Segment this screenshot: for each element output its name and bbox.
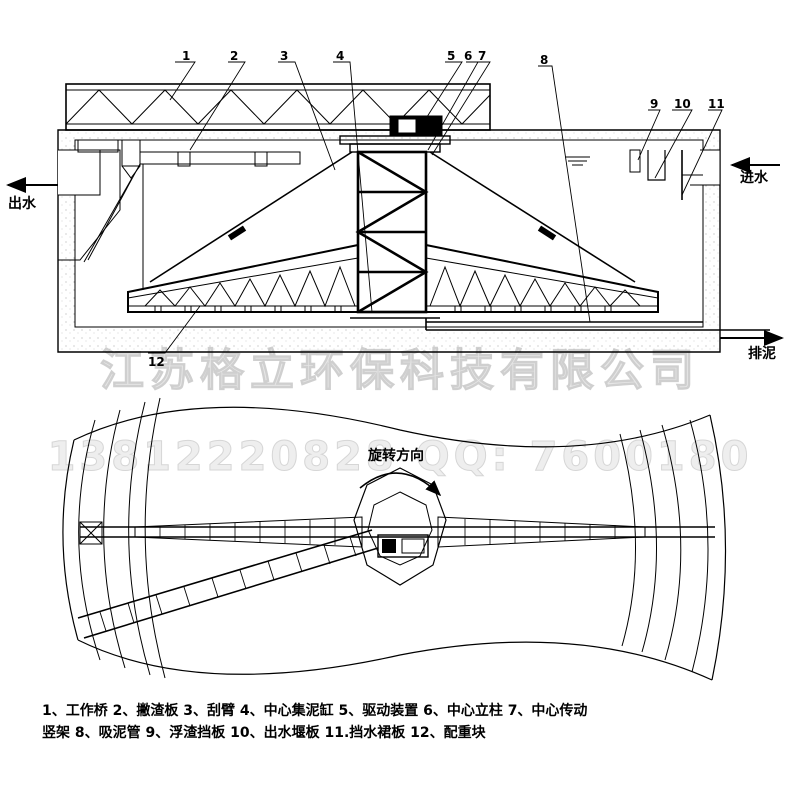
elevation-view: 出水 进水 排泥 1 2 3 4 5 6 7 8 9 10 11 12: [6, 49, 784, 369]
scum-skimmer: [77, 139, 301, 290]
rotation-arrow: [359, 472, 442, 497]
scraper-arm: [127, 151, 659, 313]
plan-tank-outline: [62, 397, 727, 681]
callout-5: 5: [447, 49, 455, 63]
callout-9: 9: [650, 97, 658, 111]
tank-wall: [57, 129, 721, 353]
callout-11: 11: [708, 97, 725, 111]
plan-view: 旋转方向: [62, 397, 727, 681]
plan-central-well: [353, 467, 447, 586]
callout-2: 2: [230, 49, 238, 63]
outlet-label: 出水: [8, 195, 37, 212]
legend: 1、工作桥 2、撇渣板 3、刮臂 4、中心集泥缸 5、驱动装置 6、中心立柱 7…: [42, 700, 772, 744]
callout-10: 10: [674, 97, 691, 111]
callout-1: 1: [182, 49, 190, 63]
callout-7: 7: [478, 49, 486, 63]
central-cage: [350, 150, 440, 319]
watermark: 江苏格立环保科技有限公司 13812220828 QQ: 7600180: [47, 345, 753, 481]
callout-8: 8: [540, 53, 548, 67]
inlet-label: 进水: [740, 169, 769, 186]
plan-scraper-bridge: [79, 516, 715, 548]
legend-line-1: 1、工作桥 2、撇渣板 3、刮臂 4、中心集泥缸 5、驱动装置 6、中心立柱 7…: [42, 703, 588, 719]
working-bridge: [65, 83, 491, 131]
drive-unit: [339, 115, 451, 153]
suction-pipe: [425, 318, 770, 331]
sludge-outlet-label: 排泥: [748, 345, 776, 362]
rotation-direction-label: 旋转方向: [367, 447, 424, 464]
watermark-contact: 13812220828 QQ: 7600180: [48, 434, 753, 480]
flow-arrows: [6, 157, 784, 346]
callout-4: 4: [336, 49, 344, 63]
legend-line-2: 竖架 8、吸泥管 9、浮渣挡板 10、出水堰板 11.挡水裙板 12、配重块: [42, 725, 486, 741]
callout-leaders: [148, 61, 723, 354]
callout-12: 12: [148, 355, 165, 369]
plan-walkway: [77, 529, 379, 639]
callout-6: 6: [464, 49, 472, 63]
inlet-baffles: [629, 149, 703, 200]
watermark-company: 江苏格立环保科技有限公司: [100, 345, 700, 396]
callout-3: 3: [280, 49, 288, 63]
